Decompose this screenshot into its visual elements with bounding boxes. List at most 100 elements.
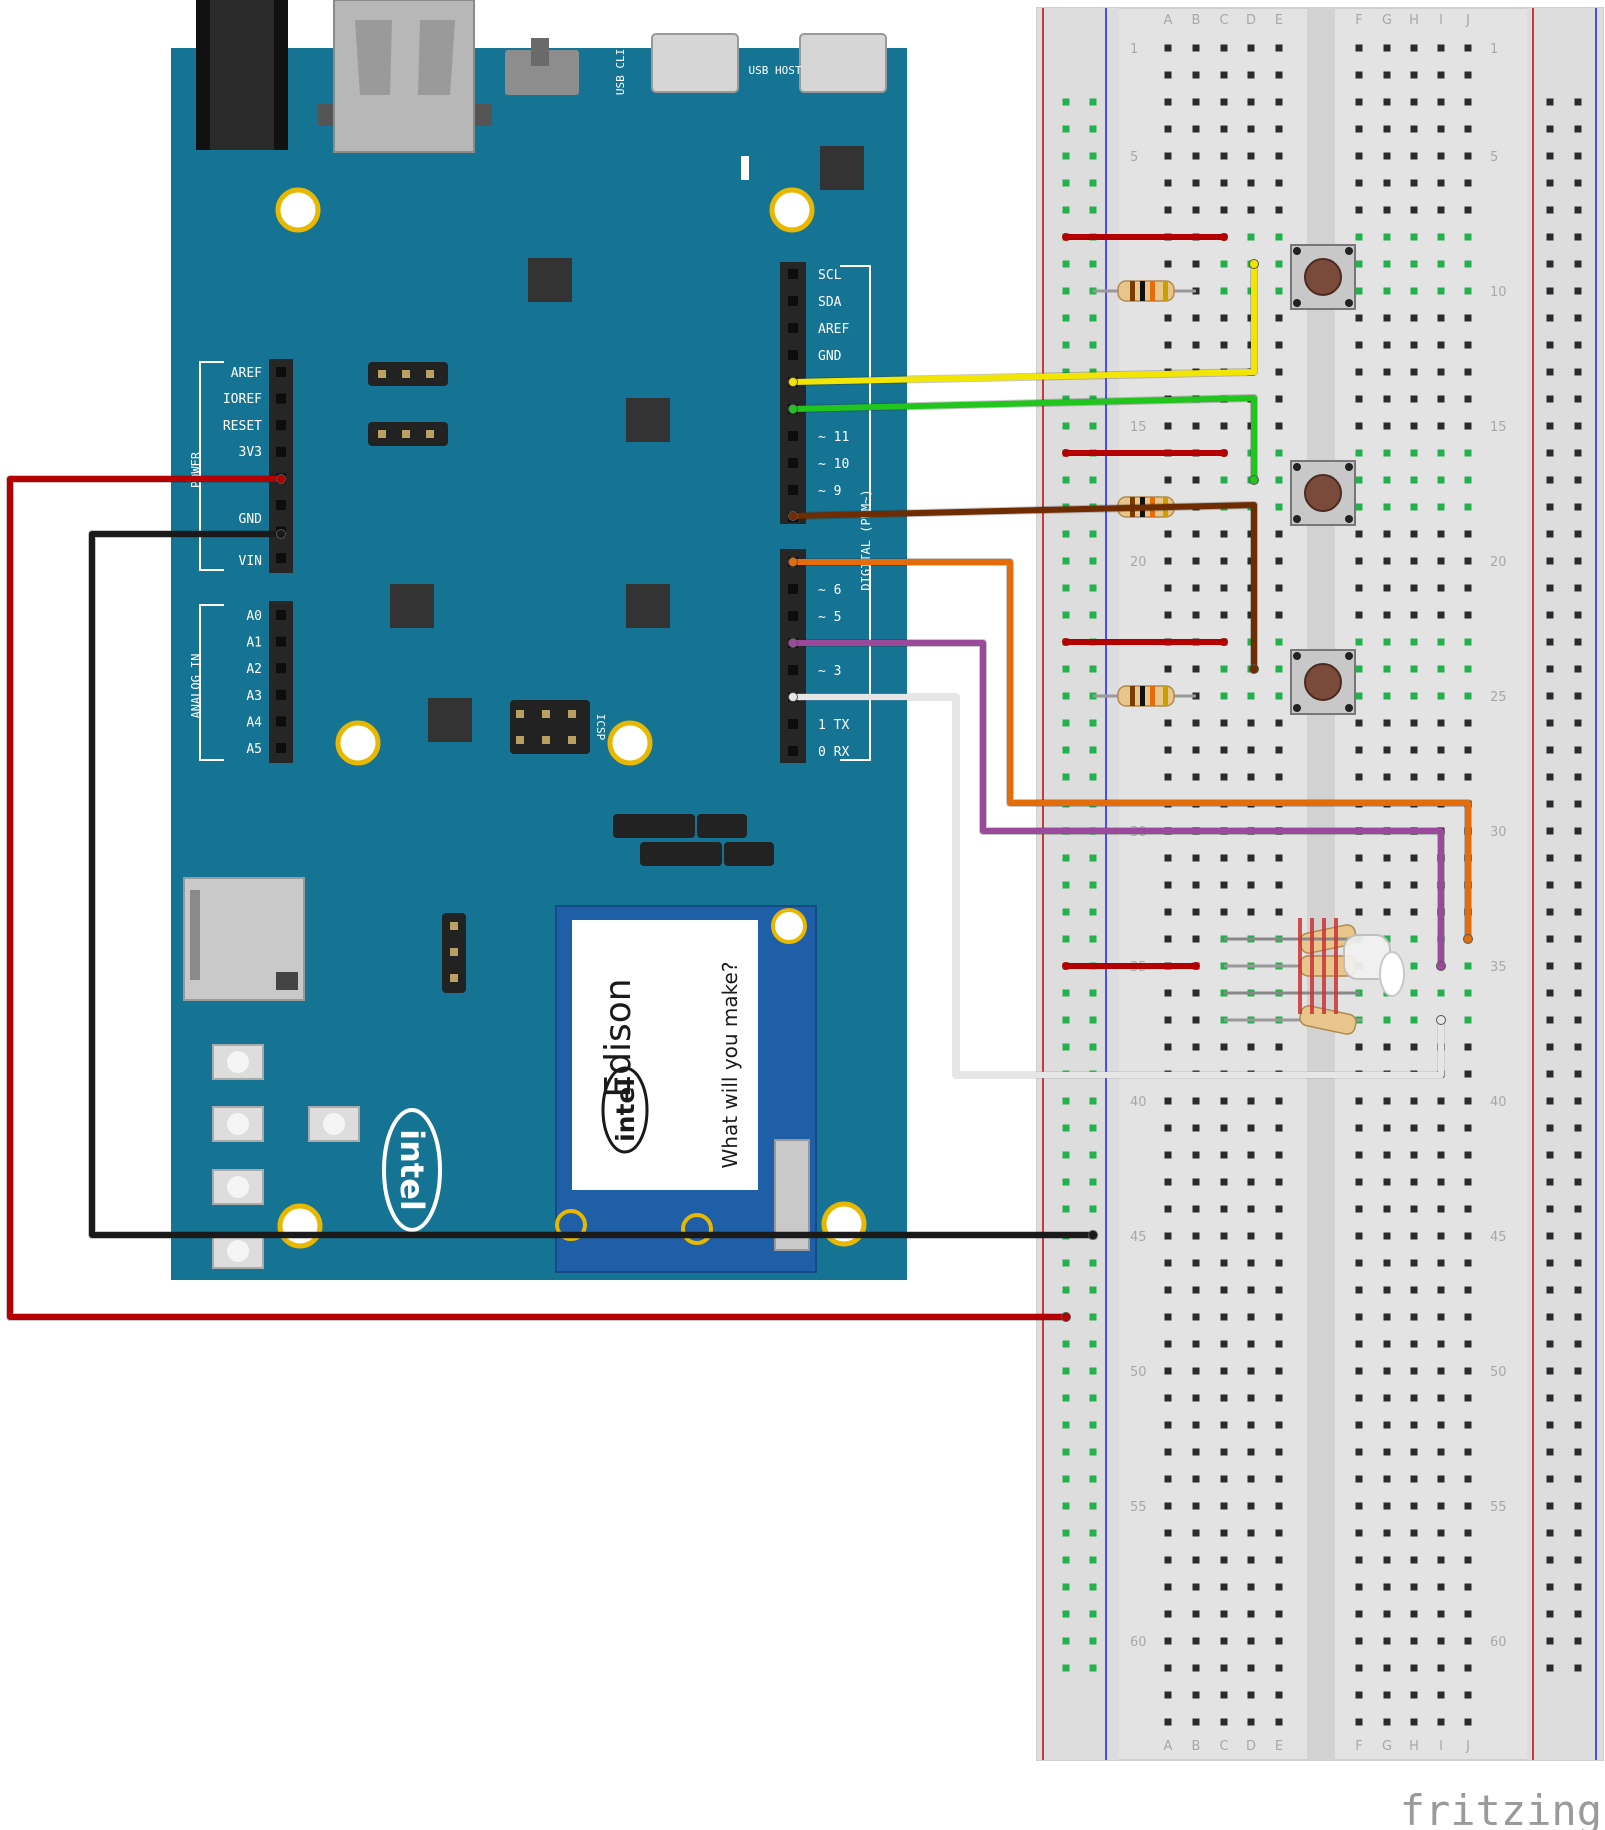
rail-hole bbox=[1574, 1421, 1582, 1429]
breadboard-hole bbox=[1275, 1097, 1283, 1105]
breadboard-hole bbox=[1464, 1205, 1472, 1213]
breadboard-hole bbox=[1383, 692, 1391, 700]
rail-hole bbox=[1089, 1043, 1097, 1051]
header-pin[interactable] bbox=[276, 610, 286, 620]
rail-hole bbox=[1546, 287, 1554, 295]
header-pin[interactable] bbox=[788, 485, 798, 495]
breadboard-hole bbox=[1275, 233, 1283, 241]
rail-hole bbox=[1574, 98, 1582, 106]
breadboard-hole bbox=[1383, 476, 1391, 484]
breadboard-hole bbox=[1220, 530, 1228, 538]
pin-label: A5 bbox=[246, 742, 262, 757]
breadboard-hole bbox=[1164, 989, 1172, 997]
breadboard-hole bbox=[1220, 692, 1228, 700]
rail-hole bbox=[1574, 908, 1582, 916]
rail-hole bbox=[1546, 449, 1554, 457]
pushbutton-2[interactable] bbox=[1290, 460, 1356, 526]
breadboard-hole bbox=[1355, 233, 1363, 241]
rail-jumper-wires bbox=[1062, 233, 1228, 970]
breadboard-hole bbox=[1464, 314, 1472, 322]
breadboard-hole bbox=[1164, 1394, 1172, 1402]
header-pin[interactable] bbox=[788, 458, 798, 468]
header-pin[interactable] bbox=[788, 431, 798, 441]
rail-hole bbox=[1574, 800, 1582, 808]
breadboard-hole bbox=[1410, 1178, 1418, 1186]
header-pin[interactable] bbox=[276, 393, 286, 404]
rail-hole bbox=[1574, 1043, 1582, 1051]
breadboard-hole bbox=[1410, 935, 1418, 943]
breadboard-hole bbox=[1192, 1664, 1200, 1672]
header-pin[interactable] bbox=[788, 611, 798, 621]
rail-hole bbox=[1089, 854, 1097, 862]
rail-hole bbox=[1089, 557, 1097, 565]
breadboard-hole bbox=[1410, 476, 1418, 484]
header-pin[interactable] bbox=[788, 296, 798, 306]
header-pin[interactable] bbox=[276, 420, 286, 431]
rail-hole bbox=[1546, 341, 1554, 349]
header-pin[interactable] bbox=[276, 689, 286, 700]
breadboard-hole bbox=[1275, 665, 1283, 673]
breadboard-hole bbox=[1464, 1313, 1472, 1321]
header-pin[interactable] bbox=[788, 719, 798, 729]
breadboard-hole bbox=[1464, 1718, 1472, 1726]
rail-hole bbox=[1089, 1502, 1097, 1510]
breadboard-hole bbox=[1355, 152, 1363, 160]
rail-hole bbox=[1089, 1475, 1097, 1483]
breadboard-hole bbox=[1247, 881, 1255, 889]
pin-label: ~ 6 bbox=[818, 583, 841, 598]
breadboard-holes bbox=[1062, 44, 1582, 1726]
header-pin[interactable] bbox=[276, 553, 286, 564]
breadboard-hole bbox=[1383, 1097, 1391, 1105]
breadboard-hole bbox=[1164, 1529, 1172, 1537]
header-pin[interactable] bbox=[788, 665, 798, 675]
breadboard-hole bbox=[1164, 260, 1172, 268]
header-pin[interactable] bbox=[276, 743, 286, 753]
pushbutton-3[interactable] bbox=[1290, 649, 1356, 715]
breadboard-hole bbox=[1464, 746, 1472, 754]
breadboard-hole bbox=[1383, 1448, 1391, 1456]
breadboard-hole bbox=[1355, 746, 1363, 754]
breadboard-hole bbox=[1437, 125, 1445, 133]
header-pin[interactable] bbox=[788, 350, 798, 360]
rail-hole bbox=[1062, 1097, 1070, 1105]
header-pin[interactable] bbox=[276, 716, 286, 727]
rail-hole bbox=[1546, 746, 1554, 754]
breadboard-hole bbox=[1220, 260, 1228, 268]
breadboard-hole bbox=[1410, 1097, 1418, 1105]
breadboard-hole bbox=[1247, 1718, 1255, 1726]
row-label: 45 bbox=[1130, 1230, 1147, 1245]
header-pin[interactable] bbox=[788, 584, 798, 594]
header-pin[interactable] bbox=[276, 446, 286, 457]
breadboard-hole bbox=[1464, 233, 1472, 241]
pin-headers bbox=[269, 262, 806, 763]
header-pin[interactable] bbox=[276, 367, 286, 377]
breadboard-hole bbox=[1275, 1421, 1283, 1429]
breadboard-hole bbox=[1164, 179, 1172, 187]
rail-hole bbox=[1574, 1205, 1582, 1213]
breadboard-hole bbox=[1275, 1475, 1283, 1483]
board-buttons[interactable] bbox=[212, 1044, 360, 1269]
header-pin[interactable] bbox=[276, 663, 286, 674]
row-label: 20 bbox=[1490, 555, 1507, 570]
header-pin[interactable] bbox=[276, 636, 286, 647]
breadboard-hole bbox=[1275, 1502, 1283, 1510]
header-pin[interactable] bbox=[788, 323, 798, 333]
breadboard-hole bbox=[1410, 1016, 1418, 1024]
breadboard-hole bbox=[1164, 1556, 1172, 1564]
led-resistor-3 bbox=[1224, 1005, 1362, 1035]
breadboard-hole bbox=[1275, 908, 1283, 916]
rail-hole bbox=[1546, 503, 1554, 511]
breadboard-hole bbox=[1464, 44, 1472, 52]
header-pin[interactable] bbox=[788, 269, 798, 279]
breadboard-hole bbox=[1410, 719, 1418, 727]
rail-hole bbox=[1546, 962, 1554, 970]
breadboard-hole bbox=[1437, 1205, 1445, 1213]
breadboard-hole bbox=[1220, 44, 1228, 52]
pushbutton-1[interactable] bbox=[1290, 244, 1356, 310]
rail-hole bbox=[1574, 1151, 1582, 1159]
breadboard-hole bbox=[1437, 1124, 1445, 1132]
header-pin[interactable] bbox=[276, 500, 286, 510]
breadboard-hole bbox=[1355, 1583, 1363, 1591]
header-pin[interactable] bbox=[788, 746, 798, 756]
